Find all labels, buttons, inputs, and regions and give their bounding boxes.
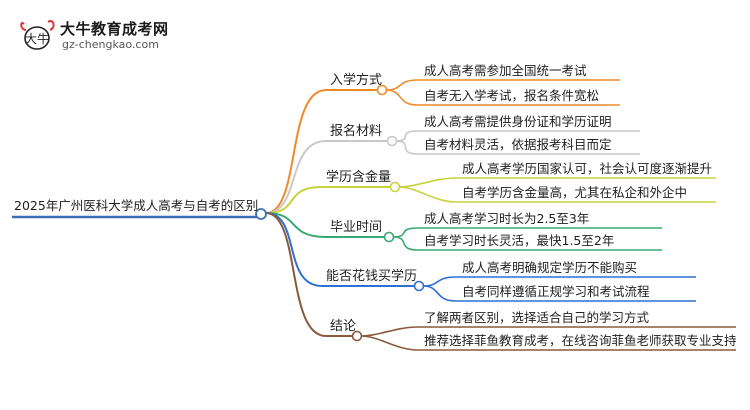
branch-connector (265, 89, 327, 214)
leaf-connector (422, 285, 457, 302)
branch-label: 能否花钱买学历 (326, 269, 418, 284)
leaf-connector (422, 276, 457, 287)
branch-label: 结论 (330, 319, 357, 334)
bull-logo-icon: 大牛 (20, 20, 55, 50)
root-node-dot[interactable] (255, 208, 267, 220)
leaf-connector (392, 236, 419, 251)
svg-text:大牛: 大牛 (25, 31, 49, 46)
leaf-label: 了解两者区别，选择适合自己的学习方式 (424, 310, 650, 325)
branch-label: 毕业时间 (330, 220, 383, 235)
leaf-connector (398, 186, 457, 203)
leaf-label: 成人高考明确规定学历不能购买 (462, 260, 638, 275)
leaf-label: 自考材料灵活，依据报考科目而定 (424, 137, 612, 152)
leaf-connector (398, 177, 457, 188)
leaf-connector (385, 89, 419, 106)
branch-label: 报名材料 (330, 124, 383, 139)
leaf-connector (395, 130, 419, 142)
branch-node-dot[interactable] (376, 84, 388, 96)
logo-url: gz-chengkao.com (62, 38, 159, 51)
leaf-label: 自考无入学考试，报名条件宽松 (424, 88, 600, 103)
branch-connector (265, 212, 327, 337)
branch-node-dot[interactable] (413, 280, 425, 292)
root-label: 2025年广州医科大学成人高考与自考的区别 (14, 198, 259, 213)
leaf-connector (385, 79, 419, 91)
leaf-connector (392, 227, 419, 238)
branch-connector (265, 186, 323, 214)
leaf-label: 成人高考学历国家认可，社会认可度逐渐提升 (462, 161, 713, 176)
leaf-label: 自考学习时长灵活，最快1.5至2年 (424, 233, 615, 248)
leaf-label: 自考学历含金量高，尤其在私企和外企中 (462, 185, 688, 200)
leaf-connector (360, 326, 419, 337)
leaf-label: 成人高考学习时长为2.5至3年 (424, 211, 590, 226)
leaf-label: 成人高考需参加全国统一考试 (424, 63, 587, 78)
leaf-label: 推荐选择菲鱼教育成考，在线咨询菲鱼老师获取专业支持 (424, 333, 737, 348)
leaf-connector (395, 140, 419, 155)
logo-title: 大牛教育成考网 (60, 20, 169, 38)
branch-connector (265, 140, 327, 214)
site-logo[interactable]: 大牛 大牛教育成考网 gz-chengkao.com (18, 16, 178, 56)
branch-node-dot[interactable] (386, 135, 398, 147)
branch-label: 学历含金量 (326, 170, 392, 185)
leaf-label: 成人高考需提供身份证和学历证明 (424, 114, 612, 129)
branch-label: 入学方式 (330, 73, 383, 88)
branch-node-dot[interactable] (351, 330, 363, 342)
branch-node-dot[interactable] (383, 231, 395, 243)
branch-connector (265, 212, 327, 238)
branch-node-dot[interactable] (389, 181, 401, 193)
leaf-connector (360, 335, 419, 351)
leaf-label: 自考同样遵循正规学习和考试流程 (462, 284, 650, 299)
